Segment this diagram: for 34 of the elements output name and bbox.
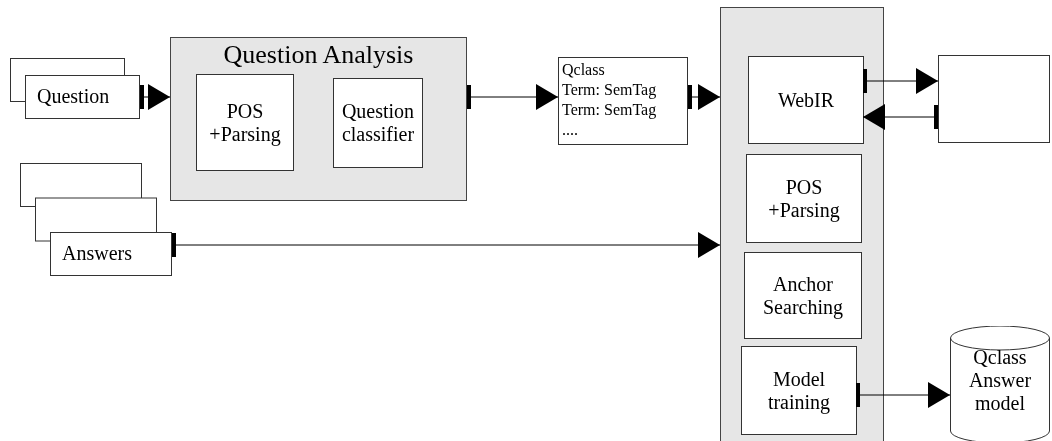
panel-title: Question Analysis: [222, 40, 415, 70]
arrow: [687, 84, 721, 110]
arrow: [862, 68, 939, 94]
arrow: [862, 104, 939, 130]
list-item: ....: [562, 120, 579, 140]
node-label: POS +Parsing: [208, 99, 282, 146]
node-label: Model training: [766, 367, 832, 414]
process-box: [938, 55, 1050, 143]
list-item: Term: SemTag: [562, 80, 658, 100]
node-label: Question classifier: [340, 100, 416, 146]
list-box: [558, 57, 688, 145]
node-label: Qclass Answer model: [967, 346, 1033, 415]
arrow: [139, 84, 171, 110]
arrow: [171, 232, 721, 258]
process-panel: [170, 37, 467, 201]
process-box: [741, 346, 857, 435]
process-panel: [720, 7, 884, 441]
document-stack: [10, 58, 140, 119]
process-box: [748, 56, 864, 144]
process-box: [744, 252, 862, 339]
database-cylinder: [950, 326, 1050, 441]
node-label: POS +Parsing: [767, 175, 841, 222]
list-item: Term: SemTag: [562, 100, 658, 120]
node-label: Question: [37, 85, 110, 108]
document-stack: [20, 163, 172, 276]
node-label: Answers: [62, 242, 132, 265]
list-item: Qclass: [562, 60, 606, 80]
process-box: [746, 154, 862, 243]
node-label: Anchor Searching: [762, 272, 844, 319]
process-box: [333, 78, 423, 168]
arrow: [466, 84, 559, 110]
node-label: WebIR: [776, 88, 836, 112]
arrow: [855, 382, 951, 408]
process-box: [196, 74, 294, 171]
